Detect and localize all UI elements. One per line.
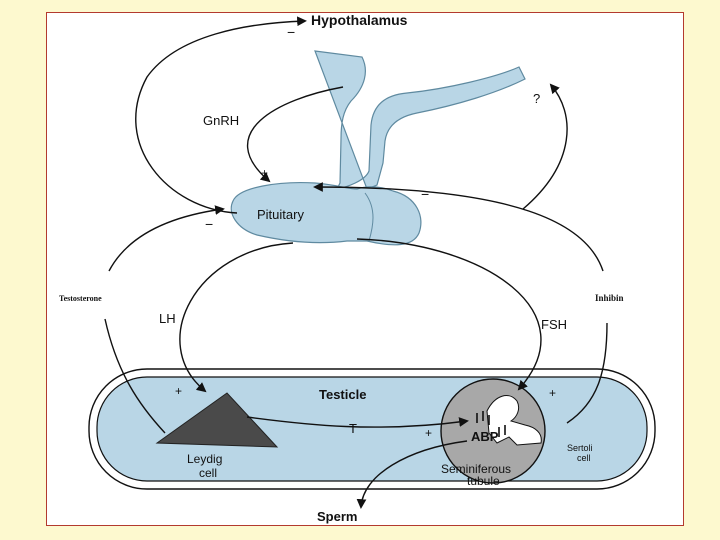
label-leydig-2: cell [199,466,217,480]
label-hypothalamus: Hypothalamus [311,13,408,28]
label-leydig-1: Leydig [187,452,222,466]
gnrh-arrow [246,86,344,183]
sign-gnrh-plus: + [261,166,268,180]
label-gnrh: GnRH [203,113,239,128]
sign-hypothalamus-minus: − [287,24,295,40]
inhibin-to-pituitary-arrow [313,182,604,272]
label-sperm: Sperm [317,509,357,524]
sign-lh-plus: + [175,384,182,398]
label-sertoli-2: cell [577,453,591,463]
lh-arrow [179,242,294,393]
feedback-signs: − + − − + + + [175,24,556,440]
hypothalamus-tissue [314,50,526,190]
label-seminiferous-1: Seminiferous [441,462,511,476]
label-pituitary: Pituitary [257,207,304,222]
label-question: ? [533,91,540,106]
abp-marks [476,411,506,437]
leydig-cell-shape [155,392,279,448]
label-sertoli-1: Sertoli [567,443,593,453]
label-testicle: Testicle [319,387,366,402]
label-lh: LH [159,311,176,326]
feedback-arrows [104,16,608,509]
testosterone-to-hypothalamus-arrow [135,16,307,214]
label-t: T [349,421,357,436]
sign-pituitary-right-minus: − [421,186,429,202]
label-testosterone: Testosterone [59,294,102,303]
sertoli-cell-shape [486,395,542,446]
testosterone-line [104,318,166,434]
inhibin-line [566,322,608,424]
sign-fsh-plus: + [549,386,556,400]
t-arrow [246,416,469,428]
testicle-capsule [88,368,656,490]
inhibin-to-hypothalamus-arrow [522,83,568,210]
label-inhibin: Inhibin [595,293,624,303]
sign-t-plus: + [425,426,432,440]
label-seminiferous-2: tubule [467,474,500,488]
sperm-arrow [356,440,468,509]
fsh-arrow [356,238,542,391]
diagram-labels: Hypothalamus GnRH Pituitary ? Testostero… [59,13,624,524]
sign-pituitary-left-minus: − [205,216,213,232]
hpg-axis-diagram: Hypothalamus GnRH Pituitary ? Testostero… [59,13,656,524]
testosterone-to-pituitary-arrow [108,205,225,272]
label-fsh: FSH [541,317,567,332]
label-abp: ABP [471,429,499,444]
seminiferous-tubule [440,378,546,484]
figure-frame: Hypothalamus GnRH Pituitary ? Testostero… [46,12,684,526]
